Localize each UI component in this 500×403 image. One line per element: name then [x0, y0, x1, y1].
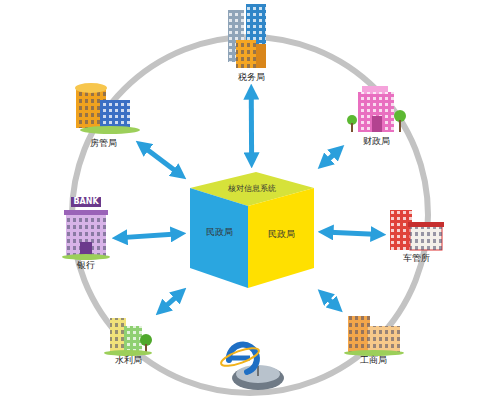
double-arrow [249, 90, 254, 162]
internet-mouse-icon [219, 345, 284, 390]
double-arrow [324, 232, 380, 234]
building-label: 财政局 [363, 136, 390, 147]
bank-sign: BANK [71, 197, 100, 207]
building-label: 车管所 [403, 253, 430, 264]
double-arrow [141, 145, 181, 176]
double-arrow [118, 234, 180, 238]
commerce-bureau: 工商局 [342, 312, 404, 368]
water-office-building [104, 318, 152, 356]
tax-building [228, 4, 266, 68]
double-arrow [160, 292, 181, 311]
double-arrow [322, 294, 338, 308]
commerce-building [344, 316, 404, 356]
ring [72, 37, 428, 393]
finance-bureau: 财政局 [344, 82, 408, 150]
housing-building [75, 83, 140, 134]
building-label: 工商局 [360, 355, 387, 366]
building-label: 银行 [77, 260, 95, 271]
check-system-cube: 核对信息系统民政局 民政局 [186, 168, 318, 290]
vehicle-office-building [390, 210, 444, 250]
system-title: 核对信息系统 [228, 184, 276, 194]
vehicle-office: 车管所 [386, 206, 446, 266]
tax-bureau: 税务局 [222, 2, 280, 84]
finance-building [347, 86, 406, 132]
face-label: 民政局 [268, 229, 295, 240]
building-label: 水利局 [115, 355, 142, 366]
housing-bureau: 房管局 [70, 80, 136, 152]
building-label: 房管局 [90, 138, 117, 149]
building-label: 税务局 [238, 72, 265, 83]
bank: 银行 [60, 206, 112, 274]
bank-building [62, 210, 110, 260]
water-bureau: 水利局 [100, 312, 156, 368]
double-arrow [322, 149, 339, 165]
face-label: 民政局 [206, 227, 233, 238]
